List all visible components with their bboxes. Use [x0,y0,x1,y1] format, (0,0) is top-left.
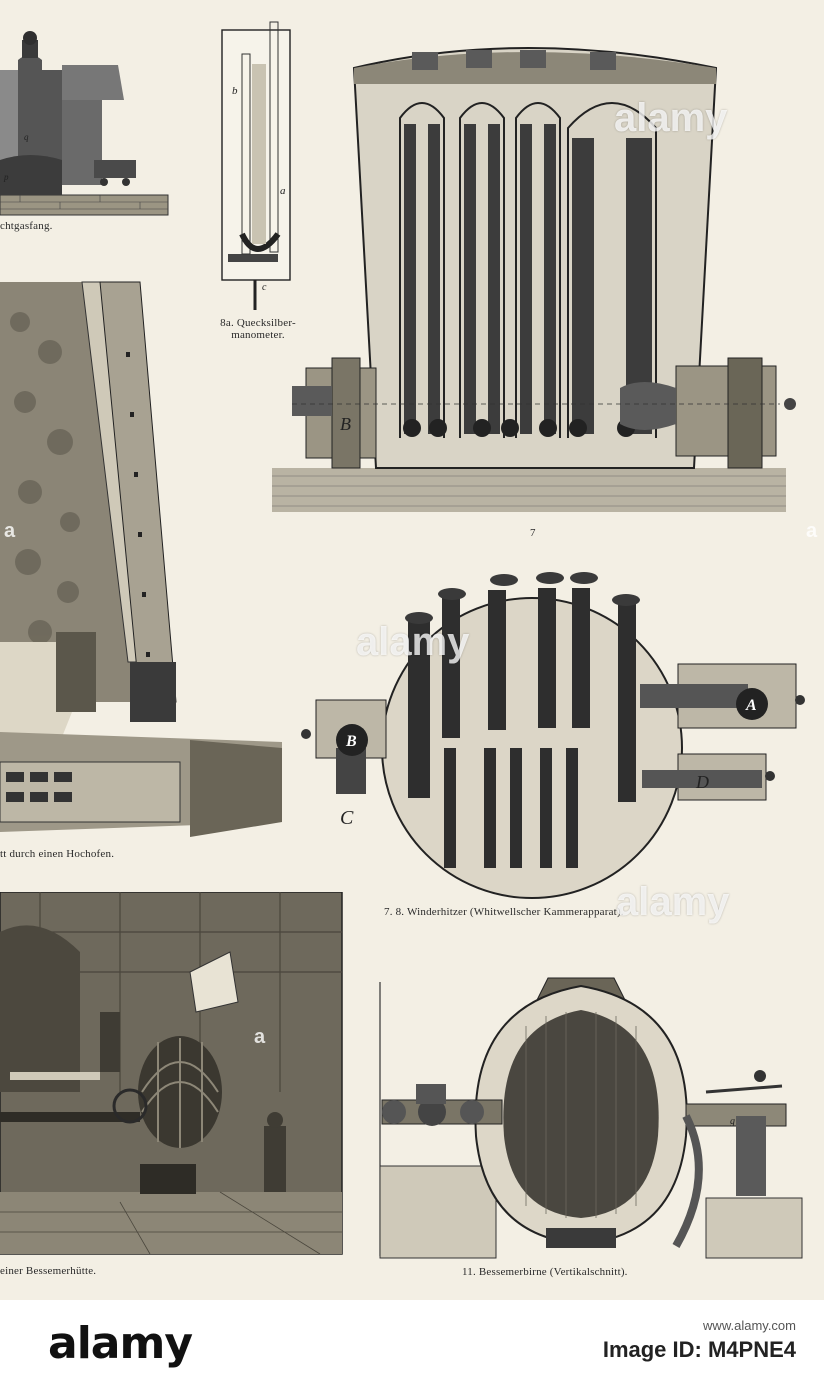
watermark-fragment: a [806,520,818,542]
image-meta: www.alamy.com Image ID: M4PNE4 [603,1318,796,1363]
bessemerhuette-illustration [0,892,343,1255]
fig7-label-B: B [340,414,351,434]
label-a: a [280,185,286,197]
label-c: c [262,282,267,293]
caption-manometer-1: 8a. Quecksilber- [220,317,296,329]
winderhitzer-section-fig7: B [272,47,796,512]
caption-bessemerbirne: 11. Bessemerbirne (Vertikalschnitt). [462,1266,628,1278]
label-p: p [3,172,9,182]
winderhitzer-section-fig8: B A C D [301,572,805,899]
engraving-plate: q p chtgasfang. b a c 8a. Quecksilber- m… [0,21,818,1278]
quecksilbermanometer-illustration: b a c [221,21,291,310]
fig8-label-B: B [345,733,357,750]
label-b: b [232,85,238,97]
gichtgasfang-illustration: q p [0,31,169,216]
caption-winderhitzer: 7. 8. Winderhitzer (Whitwellscher Kammer… [384,906,624,918]
caption-bessemerhuette: einer Bessemerhütte. [0,1265,97,1277]
caption-hochofen: tt durch einen Hochofen. [0,848,115,860]
watermark-fragment: a [4,520,16,542]
caption-fig7-number: 7 [530,527,536,539]
watermark-fragment: a [254,1026,266,1048]
fig8-label-D: D [695,772,709,792]
label-q: q [24,132,29,142]
fig8-label-A: A [745,697,757,714]
site-url[interactable]: www.alamy.com [703,1318,796,1333]
stock-footer: alamy www.alamy.com Image ID: M4PNE4 [0,1300,824,1390]
fig8-label-C: C [340,807,354,829]
caption-gichtgasfang: chtgasfang. [0,220,53,232]
image-id: Image ID: M4PNE4 [602,1337,796,1362]
birne-label-g: g [730,1116,735,1127]
caption-manometer-2: manometer. [231,329,285,341]
bessemerbirne-illustration: g [379,977,803,1259]
alamy-logo[interactable]: alamy [48,1318,193,1369]
hochofen-section-illustration [0,281,282,837]
